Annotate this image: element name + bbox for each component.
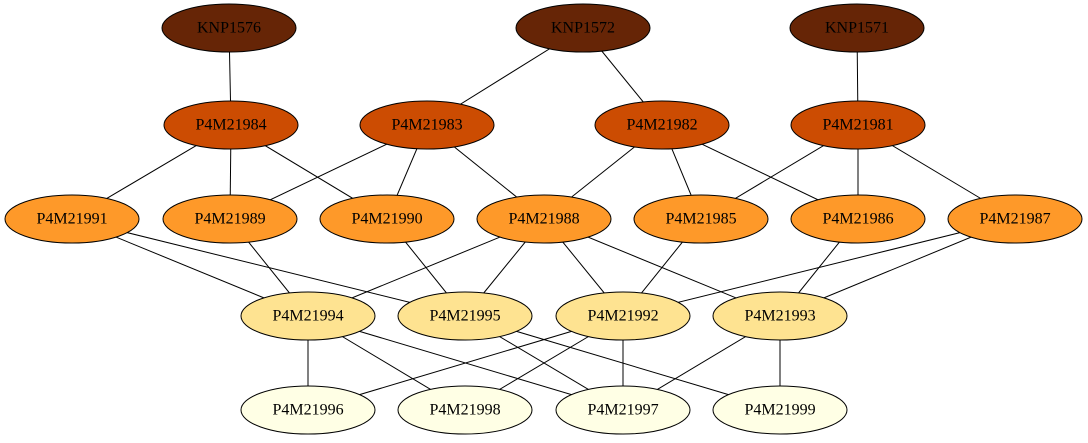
node-p4m21990: P4M21990 [319, 194, 455, 244]
node-label: P4M21995 [429, 308, 500, 325]
node-ellipse [790, 100, 926, 150]
node-ellipse [319, 194, 455, 244]
node-ellipse [789, 3, 925, 53]
node-ellipse [162, 194, 298, 244]
edge-p4m21992-p4m21996 [307, 315, 624, 411]
node-p4m21991: P4M21991 [4, 194, 140, 244]
node-label: P4M21991 [36, 211, 107, 228]
node-ellipse [555, 385, 691, 435]
node-p4m21996: P4M21996 [240, 385, 376, 435]
node-ellipse [712, 385, 848, 435]
node-ellipse [594, 100, 730, 150]
node-p4m21992: P4M21992 [555, 291, 691, 341]
node-ellipse [633, 194, 769, 244]
node-label: P4M21985 [665, 211, 736, 228]
node-p4m21994: P4M21994 [240, 291, 376, 341]
node-label: P4M21987 [979, 211, 1050, 228]
node-label: P4M21993 [744, 308, 815, 325]
node-ellipse [163, 100, 299, 150]
node-p4m21986: P4M21986 [790, 194, 926, 244]
node-p4m21999: P4M21999 [712, 385, 848, 435]
node-p4m21989: P4M21989 [162, 194, 298, 244]
node-label: P4M21981 [822, 117, 893, 134]
node-label: P4M21992 [587, 308, 658, 325]
node-p4m21987: P4M21987 [947, 194, 1083, 244]
node-p4m21982: P4M21982 [594, 100, 730, 150]
node-p4m21988: P4M21988 [476, 194, 612, 244]
node-ellipse [790, 194, 926, 244]
node-knp1571: KNP1571 [789, 3, 925, 53]
node-knp1576: KNP1576 [161, 3, 297, 53]
node-p4m21983: P4M21983 [359, 100, 495, 150]
node-label: P4M21994 [272, 308, 343, 325]
node-p4m21984: P4M21984 [163, 100, 299, 150]
node-label: P4M21984 [195, 117, 266, 134]
node-p4m21993: P4M21993 [712, 291, 848, 341]
node-label: P4M21999 [744, 402, 815, 419]
node-ellipse [712, 291, 848, 341]
node-label: P4M21998 [429, 402, 500, 419]
node-knp1572: KNP1572 [515, 3, 651, 53]
node-ellipse [4, 194, 140, 244]
node-label: KNP1576 [197, 20, 261, 37]
node-ellipse [397, 385, 533, 435]
node-label: KNP1572 [551, 20, 615, 37]
node-label: P4M21988 [508, 211, 579, 228]
node-ellipse [240, 291, 376, 341]
node-label: P4M21997 [587, 402, 658, 419]
node-p4m21998: P4M21998 [397, 385, 533, 435]
node-p4m21985: P4M21985 [633, 194, 769, 244]
node-label: P4M21986 [822, 211, 893, 228]
node-ellipse [240, 385, 376, 435]
node-p4m21981: P4M21981 [790, 100, 926, 150]
node-label: P4M21983 [391, 117, 462, 134]
node-ellipse [161, 3, 297, 53]
node-label: P4M21989 [194, 211, 265, 228]
node-ellipse [397, 291, 533, 341]
node-label: KNP1571 [825, 20, 889, 37]
node-label: P4M21996 [272, 402, 343, 419]
node-p4m21997: P4M21997 [555, 385, 691, 435]
node-label: P4M21990 [351, 211, 422, 228]
node-ellipse [476, 194, 612, 244]
node-label: P4M21982 [626, 117, 697, 134]
node-ellipse [555, 291, 691, 341]
node-ellipse [359, 100, 495, 150]
edge-p4m21987-p4m21992 [622, 218, 1016, 317]
node-ellipse [515, 3, 651, 53]
node-p4m21995: P4M21995 [397, 291, 533, 341]
node-ellipse [947, 194, 1083, 244]
